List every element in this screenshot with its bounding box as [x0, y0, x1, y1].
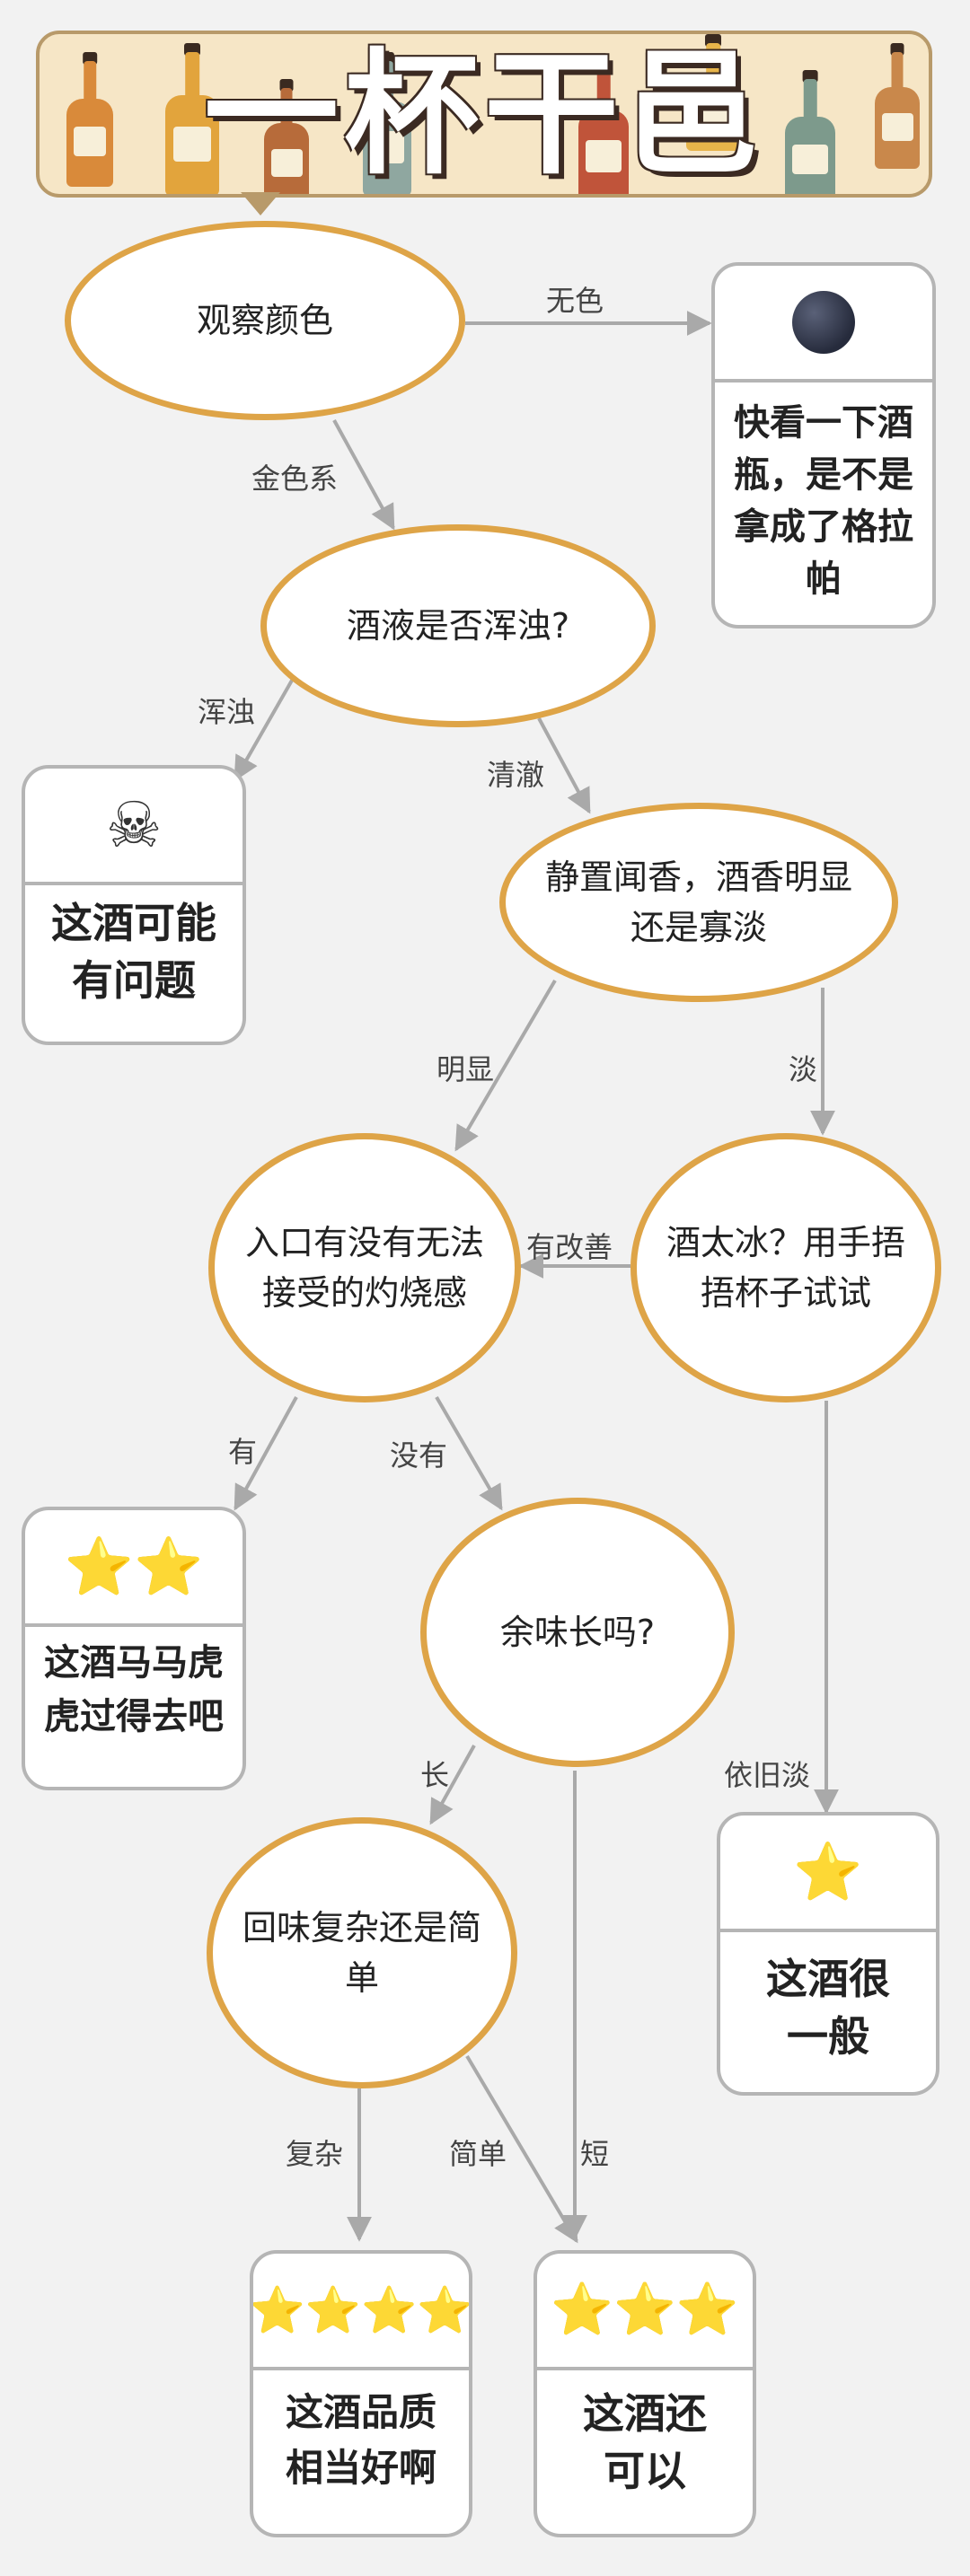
arrow-burn-to-finish: [435, 1395, 503, 1511]
node-complexity: 回味复杂还是简单: [207, 1817, 517, 2088]
edge-label-colorless: 无色: [546, 284, 604, 318]
edge-label-turbid: 浑浊: [198, 695, 256, 729]
arrow-burn-to-two-star: [234, 1396, 298, 1511]
title-banner: 一杯干邑: [36, 31, 932, 198]
card-head: ⭐: [720, 1816, 936, 1932]
bottle-illustration: [785, 70, 835, 194]
edge-label-complex: 复杂: [286, 2137, 344, 2171]
result-card-grappa: 快看一下酒瓶，是不是拿成了格拉帕: [711, 262, 936, 629]
card-head: [715, 266, 932, 382]
bottle-illustration: [578, 61, 629, 194]
result-text-grappa: 快看一下酒瓶，是不是拿成了格拉帕: [734, 402, 913, 600]
node-turbid: 酒液是否浑浊?: [260, 524, 656, 727]
star-icon: ⭐: [792, 1839, 863, 1904]
arrow-observe-to-turbid: [332, 419, 395, 531]
banner-pointer: [241, 192, 280, 215]
edge-label-obvious: 明显: [436, 1052, 495, 1086]
bottle-illustration: [66, 52, 113, 187]
bottle-illustration: [363, 52, 411, 194]
edge-label-simple: 简单: [449, 2137, 507, 2171]
node-aroma: 静置闻香，酒香明显还是寡淡: [499, 803, 898, 1002]
card-head: ☠: [25, 769, 242, 885]
result-text-four-star: 这酒品质相当好啊: [285, 2390, 436, 2490]
edge-label-short: 短: [580, 2137, 610, 2171]
bottle-illustration: [875, 43, 920, 169]
arrow-complex-to-three-star: [465, 2054, 578, 2244]
arrow-aroma-to-burn: [454, 979, 557, 1152]
star-icon: ⭐⭐⭐⭐: [250, 2284, 472, 2336]
new-moon-face-icon: [792, 291, 855, 354]
edge-label-no: 没有: [390, 1438, 448, 1473]
edge-label-still-faint: 依旧淡: [724, 1758, 811, 1792]
node-cold: 酒太冰？用手捂捂杯子试试: [630, 1133, 941, 1402]
result-card-three-star: ⭐⭐⭐ 这酒还可以: [534, 2250, 756, 2537]
arrow-turbid-to-problem: [234, 678, 295, 782]
result-text-two-star: 这酒马马虎虎过得去吧: [44, 1642, 224, 1737]
edge-label-clear: 清澈: [487, 758, 545, 792]
card-head: ⭐⭐⭐: [537, 2254, 753, 2370]
result-text-one-star: 这酒很一般: [766, 1955, 890, 2061]
banner-title: 一杯干邑: [203, 37, 764, 193]
star-icon: ⭐⭐: [64, 1534, 204, 1599]
bottle-illustration: [264, 79, 309, 194]
arrow-turbid-to-aroma: [537, 717, 591, 814]
result-text-three-star: 这酒还可以: [583, 2389, 707, 2495]
result-text-problem: 这酒可能有问题: [51, 899, 216, 1005]
arrow-finish-to-complex: [429, 1745, 476, 1825]
result-card-one-star: ⭐ 这酒很一般: [717, 1812, 939, 2096]
result-card-four-star: ⭐⭐⭐⭐ 这酒品质相当好啊: [250, 2250, 472, 2537]
edge-label-long: 长: [420, 1758, 450, 1792]
star-icon: ⭐⭐⭐: [550, 2281, 739, 2339]
edge-label-improved: 有改善: [526, 1230, 613, 1264]
node-observe-color: 观察颜色: [65, 221, 465, 420]
bottle-illustration: [165, 43, 219, 194]
node-burn: 入口有没有无法接受的灼烧感: [208, 1133, 521, 1402]
skull-crossbones-icon: ☠: [105, 788, 163, 862]
edge-label-faint: 淡: [789, 1052, 818, 1086]
result-card-problem: ☠ 这酒可能有问题: [22, 765, 246, 1045]
node-finish: 余味长吗?: [420, 1498, 735, 1767]
edge-label-golden: 金色系: [251, 462, 339, 496]
card-head: ⭐⭐: [25, 1510, 242, 1627]
bottle-illustration: [686, 34, 740, 151]
card-head: ⭐⭐⭐⭐: [253, 2254, 469, 2370]
result-card-two-star: ⭐⭐ 这酒马马虎虎过得去吧: [22, 1507, 246, 1790]
edge-label-yes: 有: [228, 1435, 258, 1469]
